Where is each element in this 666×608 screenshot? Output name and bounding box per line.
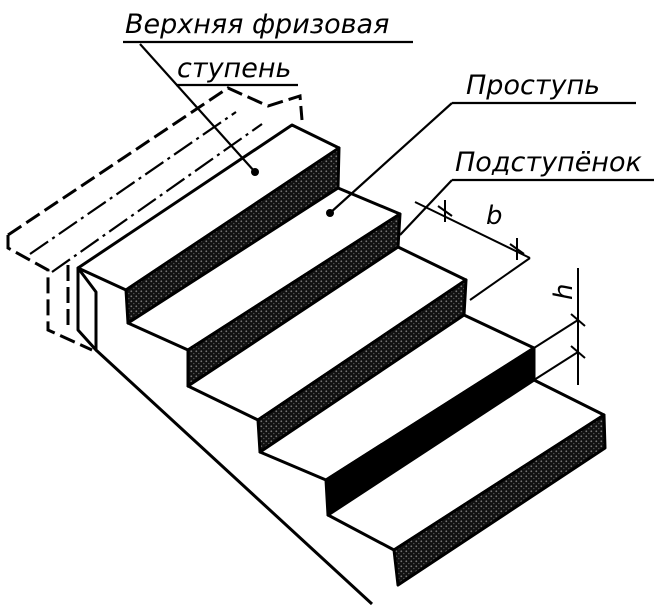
label-tread: Проступь xyxy=(466,70,600,101)
label-dim-h: h xyxy=(549,284,579,300)
label-top-step-line1: Верхняя фризовая xyxy=(125,9,389,40)
leader-dot-tread xyxy=(326,209,334,217)
dashed-outline xyxy=(6,86,304,352)
dimension-b xyxy=(414,200,531,301)
soffit-line xyxy=(94,348,374,606)
leader-lines xyxy=(123,40,654,236)
dimension-h xyxy=(533,268,586,385)
label-dim-b: b xyxy=(486,201,503,231)
dash-dot-outline xyxy=(29,111,263,273)
label-top-step-line2: ступень xyxy=(177,53,291,84)
leader-dot-top-step xyxy=(251,168,259,176)
stair-flight xyxy=(76,123,607,606)
flight-end-face xyxy=(76,266,98,352)
label-riser: Подступёнок xyxy=(455,147,642,178)
riser-4 xyxy=(392,413,607,587)
